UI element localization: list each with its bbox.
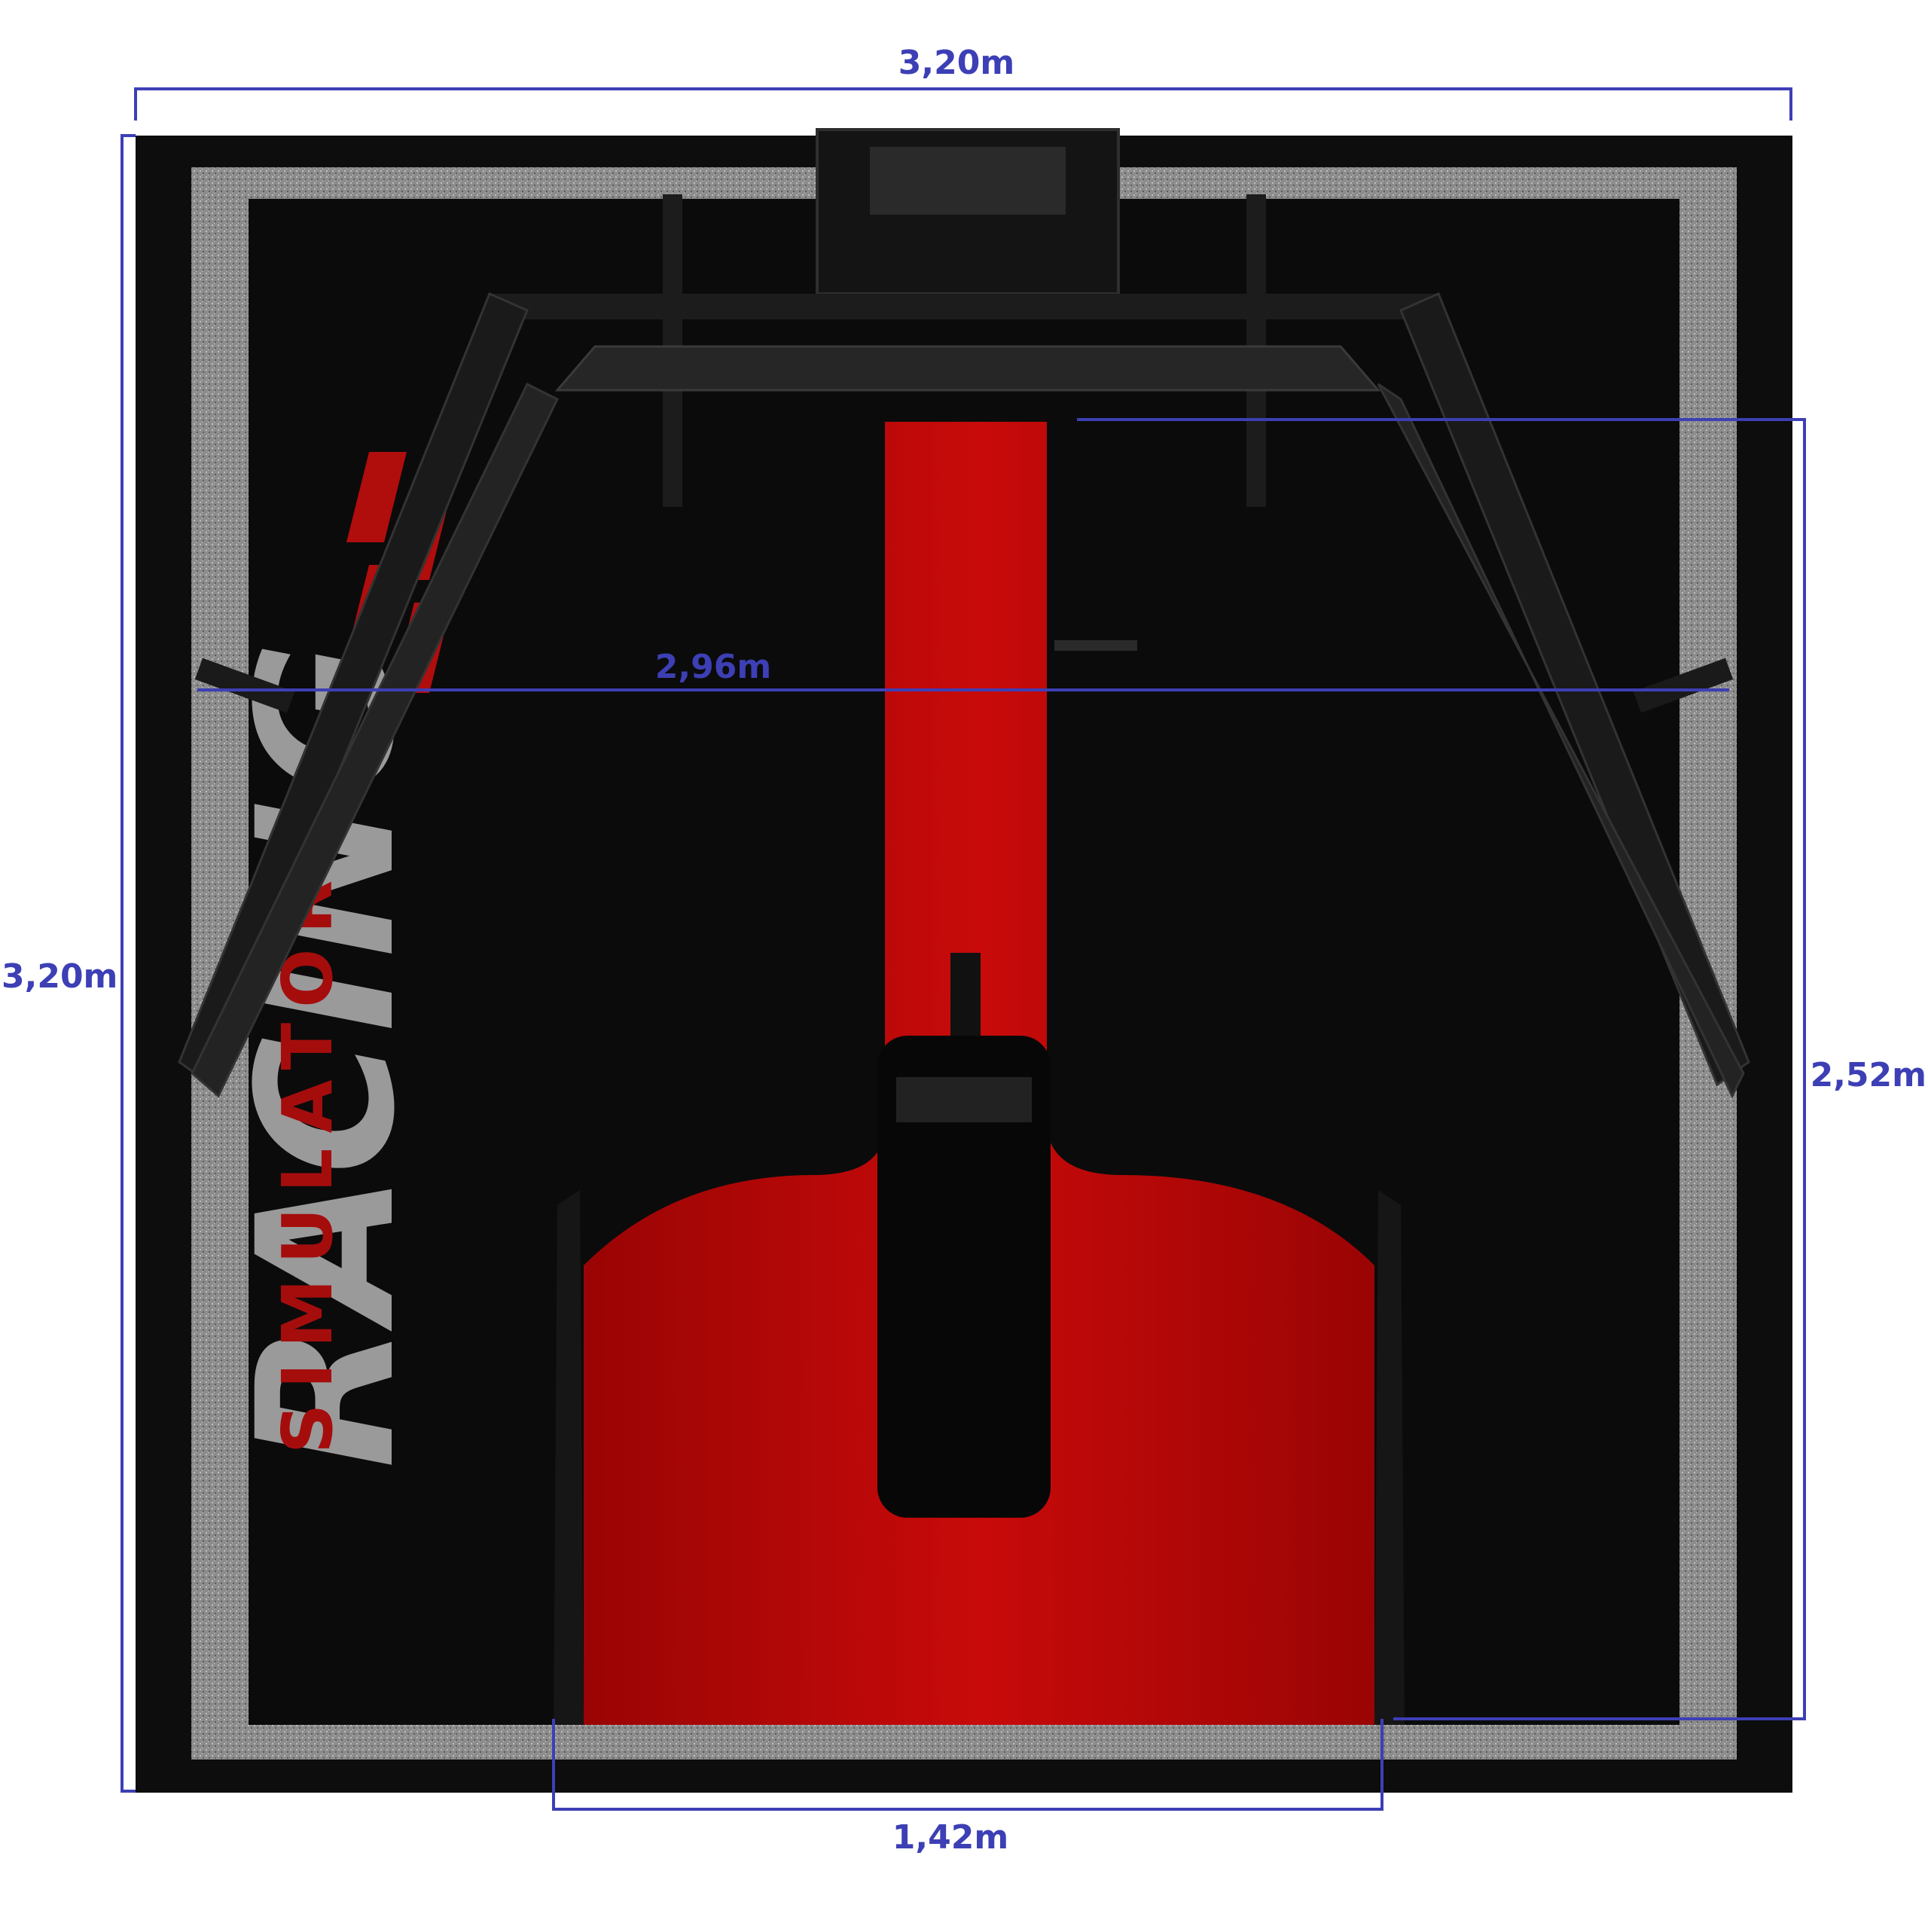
cockpit [554, 422, 1405, 1725]
dimension-cockpit-length: 2,52m [1811, 1056, 1926, 1094]
dimension-top-width: 3,20m [898, 44, 1014, 82]
dimension-labels: 3,20m 3,20m 2,96m 2,52m 1,42m [2, 44, 1926, 1857]
shifter [1054, 640, 1137, 651]
dimension-rig-width: 2,96m [655, 648, 771, 686]
seat [877, 1036, 1051, 1518]
dimension-cockpit-width: 1,42m [892, 1818, 1008, 1857]
dimension-lines [120, 87, 1806, 1811]
control-box-vent [870, 147, 1066, 215]
wheel-base [896, 1077, 1032, 1122]
steering-column [950, 953, 981, 1036]
dimension-left-height: 3,20m [2, 957, 117, 996]
